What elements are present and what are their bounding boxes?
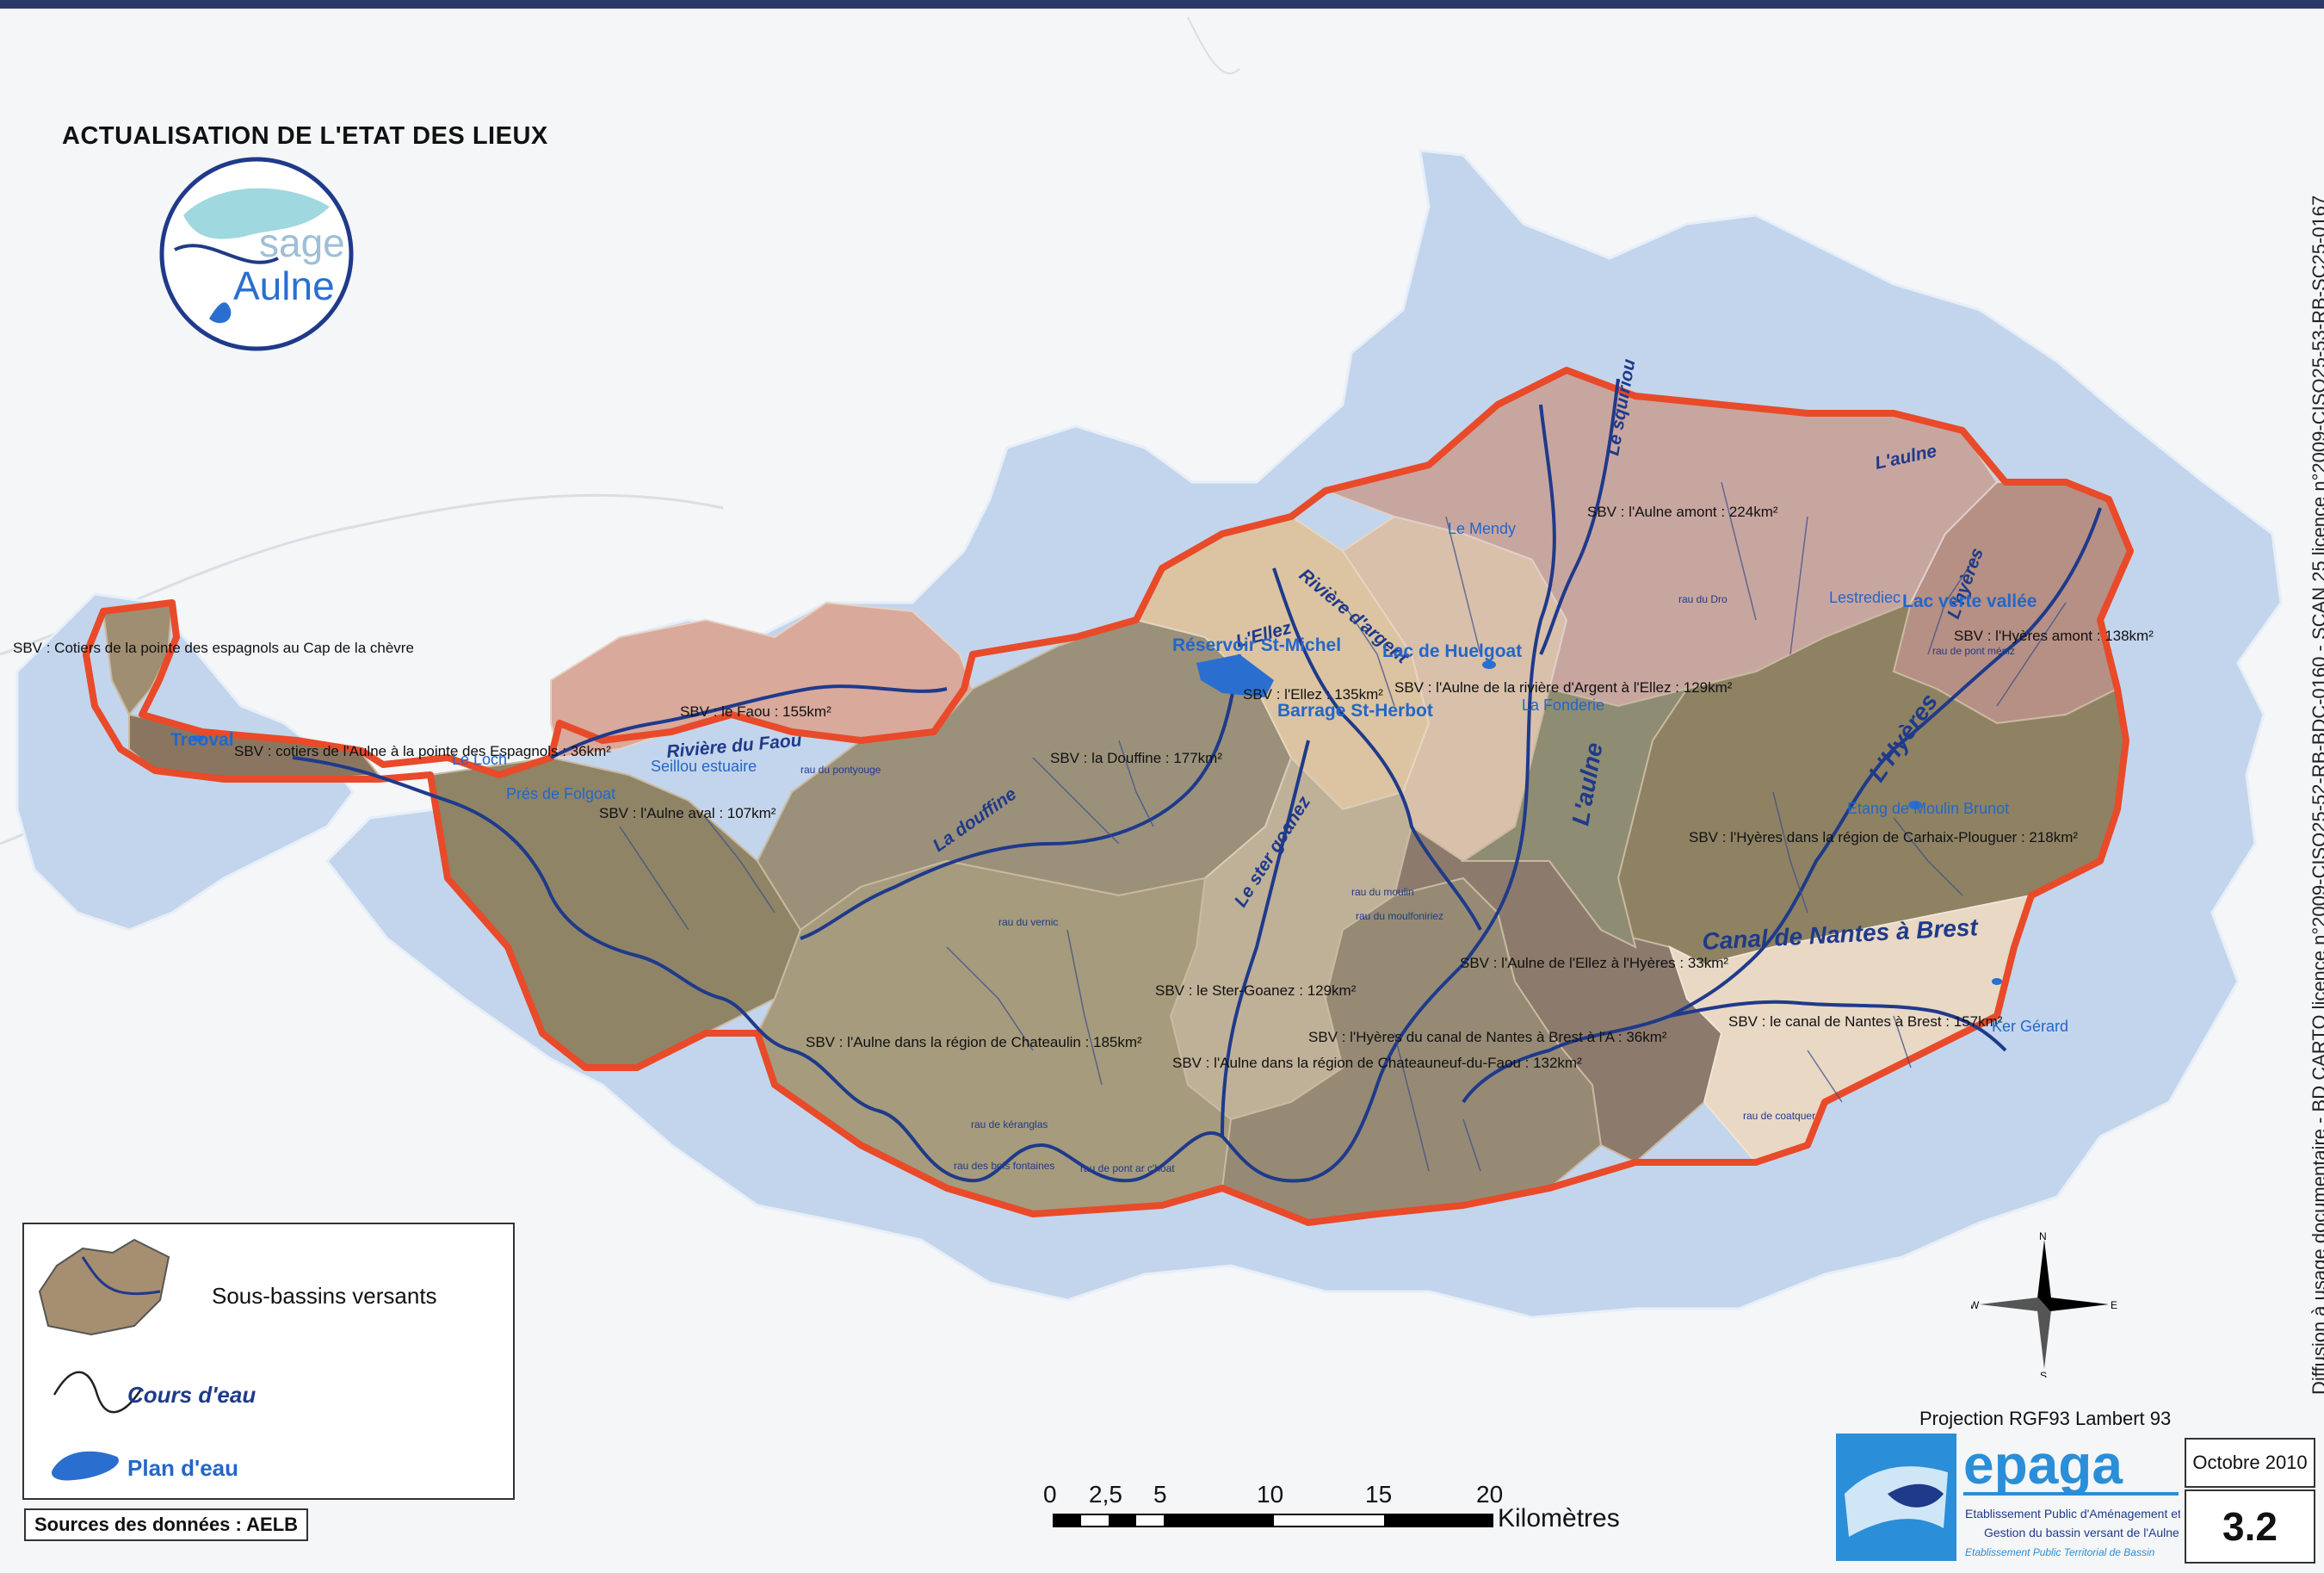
epaga-line2: Gestion du bassin versant de l'Aulne [1984,1526,2179,1539]
stream-label: rau du moulfoniriez [1356,910,1443,922]
logo-text-sage: sage [259,220,345,265]
subbasin-label: SBV : le Faou : 155km² [680,703,831,720]
basin-outline [83,367,2134,1226]
legend-streams-label: Cours d'eau [127,1382,257,1408]
subbasin-label: SBV : l'Aulne aval : 107km² [599,805,776,821]
place-label: Lestrediec [1829,589,1901,606]
river-aulne [292,404,1556,1183]
date-box: Octobre 2010 [2185,1438,2315,1488]
scale-tick: 5 [1153,1481,1167,1508]
subbasin-aulne-ellez-hyeres[interactable] [1460,687,1690,949]
place-label: Barrage St-Herbot [1277,701,1433,721]
river-canal [1669,1000,2007,1052]
place-label: Prés de Folgoat [506,785,615,802]
compass-e: E [2111,1299,2117,1311]
stream-label: rau de pont méniz [1932,645,2015,657]
compass-n: N [2039,1231,2047,1242]
subbasin-label: SBV : cotiers de l'Aulne à la pointe des… [234,743,611,759]
sage-aulne-logo: sage Aulne [159,157,354,351]
stream-label: rau de kéranglas [971,1118,1048,1130]
river-ster-goanez [1221,740,1310,1137]
river-faou [550,684,948,759]
place-label: Lac de Huelgoat [1382,641,1522,661]
stream-label: rau du pontyouge [800,764,881,776]
subbasin-label: SBV : le Ster-Goanez : 129km² [1155,982,1357,999]
subbasin-label: SBV : l'Hyères du canal de Nantes à Bres… [1308,1029,1667,1045]
stream-label: rau du Dro [1678,593,1728,605]
water-body [1908,801,1922,809]
scale-unit: Kilomètres [1498,1504,1620,1533]
legend-subbasins-label: Sous-bassins versants [212,1283,437,1309]
projection-label: Projection RGF93 Lambert 93 [1919,1408,2172,1429]
epaga-line3: Etablissement Public Territorial de Bass… [1965,1546,2155,1558]
subbasin-label: SBV : le canal de Nantes à Brest : 157km… [1728,1013,2003,1030]
subbasin-label: SBV : l'Hyères amont : 138km² [1954,628,2154,644]
compass-rose-icon: N S E W [1971,1231,2117,1378]
stream-label: rau de coatquer [1743,1110,1815,1122]
place-label: Treoval [170,730,234,750]
subbasin-label: SBV : l'Hyères dans la région de Carhaix… [1689,829,2078,845]
legend: Sous-bassins versants Cours d'eau Plan d… [22,1223,515,1500]
river-douffine [800,653,1241,940]
scale-tick: 20 [1476,1481,1503,1508]
logo-text-aulne: Aulne [233,263,335,308]
place-label: Etang de Moulin Brunot [1847,800,2009,817]
credit-text: Diffusion à usage documentaire - BD CART… [2309,195,2324,1395]
scale-tick: 10 [1257,1481,1283,1508]
subbasin-swatch-icon [38,1238,170,1336]
compass-s: S [2040,1370,2047,1378]
subbasin-label: SBV : Cotiers de la pointe des espagnols… [13,640,414,656]
stream-line-icon [53,1371,142,1414]
subbasin-label: SBV : l'Aulne de l'Ellez à l'Hyères : 33… [1460,955,1728,971]
subbasin-label: SBV : l'Aulne amont : 224km² [1587,504,1778,520]
map-title: ACTUALISATION DE L'ETAT DES LIEUX [62,122,548,150]
scale-tick: 15 [1365,1481,1392,1508]
compass-w: W [1971,1299,1980,1311]
place-label: La Fonderie [1522,697,1604,714]
place-label: Réservoir St-Michel [1172,635,1341,655]
subbasin-label: SBV : l'Ellez : 135km² [1243,686,1383,703]
river-ellez [1272,567,1482,931]
coast-line [1187,16,1240,75]
subbasin-label: SBV : l'Aulne dans la région de Chateaul… [806,1034,1142,1050]
place-label: Le Loch [452,751,507,768]
place-label: Le Mendy [1448,520,1516,537]
subbasin-label: SBV : la Douffine : 177km² [1050,750,1222,766]
legend-water-label: Plan d'eau [127,1455,238,1481]
water-body [1992,978,2002,985]
stream-label: rau des bois fontaines [954,1160,1054,1172]
top-bar [0,0,2324,9]
subbasin-label: SBV : l'Aulne dans la région de Chateaun… [1172,1055,1582,1071]
place-label: Seillou estuaire [651,758,757,775]
epaga-logo: epaga Etablissement Public d'Aménagement… [1836,1434,2180,1561]
epaga-line1: Etablissement Public d'Aménagement et de [1965,1507,2180,1520]
water-body [1482,660,1496,669]
map-canvas[interactable]: SBV : Cotiers de la pointe des espagnols… [0,9,2324,1573]
epaga-wordmark: epaga [1963,1434,2123,1496]
minor-streams [619,481,2067,1172]
place-label: Lac verte vallée [1902,591,2037,611]
reservoir-st-michel [1196,654,1274,697]
scale-tick: 0 [1043,1481,1057,1508]
data-sources: Sources des données : AELB [24,1508,309,1541]
scale-bar: 0 2,5 5 10 15 20 Kilomètres [1043,1481,1620,1533]
place-label: Ker Gérard [1992,1018,2068,1035]
river-squiriou [1539,378,1620,655]
scale-tick: 2,5 [1089,1481,1122,1508]
stream-label: rau de pont ar c'hoat [1080,1162,1175,1174]
subbasin-label: SBV : l'Aulne de la rivière d'Argent à l… [1394,679,1733,696]
stream-label: rau du vernic [998,916,1058,928]
water-body-icon [52,1451,119,1481]
stream-label: rau du moulin [1351,886,1414,898]
water-body [192,735,204,742]
map-number: 3.2 [2185,1489,2315,1564]
